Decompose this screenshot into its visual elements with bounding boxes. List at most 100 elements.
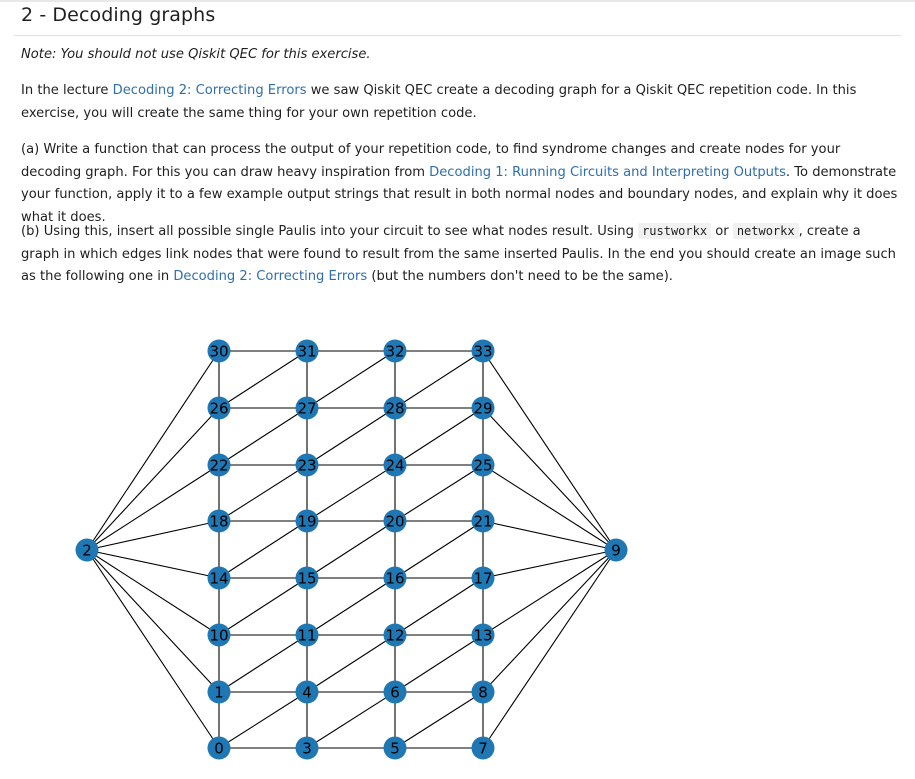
graph-edge [218,407,308,466]
graph-node-label: 21 [473,513,492,531]
graph-edge [218,691,308,749]
graph-edge [218,350,308,409]
graph-node-1: 1 [207,680,231,704]
graph-node-4: 4 [295,680,319,704]
graph-edge [394,691,484,749]
graph-edge [394,464,484,522]
graph-node-label: 20 [385,513,404,531]
graph-edge [86,549,220,749]
graph-edge [86,407,220,551]
graph-node-label: 15 [297,570,316,588]
graph-edge [86,464,220,551]
graph-edge [482,350,617,551]
link-decoding-2[interactable]: Decoding 2: Correcting Errors [112,83,307,98]
graph-node-33: 33 [471,339,495,363]
graph-node-label: 26 [209,400,228,418]
intro-text-1: In the lecture [21,83,113,98]
graph-node-label: 10 [209,627,228,645]
graph-node-28: 28 [383,396,407,420]
graph-node-14: 14 [207,566,231,590]
graph-edge [306,407,396,466]
graph-node-label: 28 [385,400,404,418]
graph-node-32: 32 [383,339,407,363]
graph-edge [218,634,308,693]
graph-edge [306,634,396,693]
graph-node-label: 8 [478,684,488,702]
graph-node-27: 27 [295,396,319,420]
graph-edge [86,549,220,579]
graph-node-26: 26 [207,396,231,420]
graph-edge [86,549,220,636]
graph-edge [306,464,396,522]
graph-node-0: 0 [207,736,231,760]
graph-node-11: 11 [295,623,319,647]
graph-node-23: 23 [295,453,319,477]
link-decoding-2-b[interactable]: Decoding 2: Correcting Errors [173,269,368,284]
graph-node-label: 4 [302,684,312,702]
graph-node-7: 7 [471,736,495,760]
graph-edge [394,634,484,693]
heading-divider [14,35,901,36]
graph-node-label: 27 [297,400,316,418]
graph-node-label: 31 [297,343,316,361]
note-paragraph: Note: You should not use Qiskit QEC for … [21,47,371,62]
graph-node-22: 22 [207,453,231,477]
graph-node-21: 21 [471,509,495,533]
part-a-text-1: (a) Write a function that can process th… [21,142,841,180]
part-a-paragraph: (a) Write a function that can process th… [21,139,901,229]
graph-edge [306,350,396,409]
graph-node-6: 6 [383,680,407,704]
graph-edge [306,691,396,749]
graph-node-16: 16 [383,566,407,590]
graph-node-label: 32 [385,343,404,361]
graph-edge [218,577,308,636]
graph-node-29: 29 [471,396,495,420]
graph-edge [482,549,617,636]
graph-node-label: 6 [390,684,400,702]
graph-node-label: 19 [297,513,316,531]
graph-node-label: 7 [478,740,488,758]
graph-edge [218,464,308,522]
graph-node-label: 11 [297,627,316,645]
graph-edge [482,549,617,693]
graph-node-label: 12 [385,627,404,645]
graph-node-19: 19 [295,509,319,533]
graph-edge [218,520,308,579]
graph-edge [306,577,396,636]
graph-node-label: 23 [297,457,316,475]
graph-node-5: 5 [383,736,407,760]
graph-node-label: 2 [82,542,92,560]
graph-node-17: 17 [471,566,495,590]
graph-node-2: 2 [75,538,99,562]
code-networkx: networkx [732,223,799,239]
graph-node-15: 15 [295,566,319,590]
graph-node-label: 1 [214,684,224,702]
intro-text-2: we saw Qiskit QEC create a decoding grap… [21,83,857,121]
link-decoding-1[interactable]: Decoding 1: Running Circuits and Interpr… [429,164,786,180]
graph-node-10: 10 [207,623,231,647]
graph-edge [86,549,220,693]
part-b-text-2: or [711,224,733,239]
graph-node-label: 29 [473,400,492,418]
graph-edge [86,350,220,551]
graph-node-30: 30 [207,339,231,363]
graph-edge [306,520,396,579]
graph-node-label: 14 [209,570,228,588]
part-b-text-1: (b) Using this, insert all possible sing… [21,224,639,239]
graph-node-20: 20 [383,509,407,533]
graph-node-18: 18 [207,509,231,533]
intro-paragraph: In the lecture Decoding 2: Correcting Er… [21,80,901,125]
graph-node-12: 12 [383,623,407,647]
graph-node-label: 17 [473,570,492,588]
graph-node-label: 9 [611,542,621,560]
graph-edge [86,520,220,551]
graph-node-label: 3 [302,740,312,758]
graph-edge [394,520,484,579]
graph-node-label: 22 [209,457,228,475]
graph-edge [482,407,617,551]
graph-node-13: 13 [471,623,495,647]
graph-node-9: 9 [604,538,628,562]
graph-node-label: 33 [473,343,492,361]
